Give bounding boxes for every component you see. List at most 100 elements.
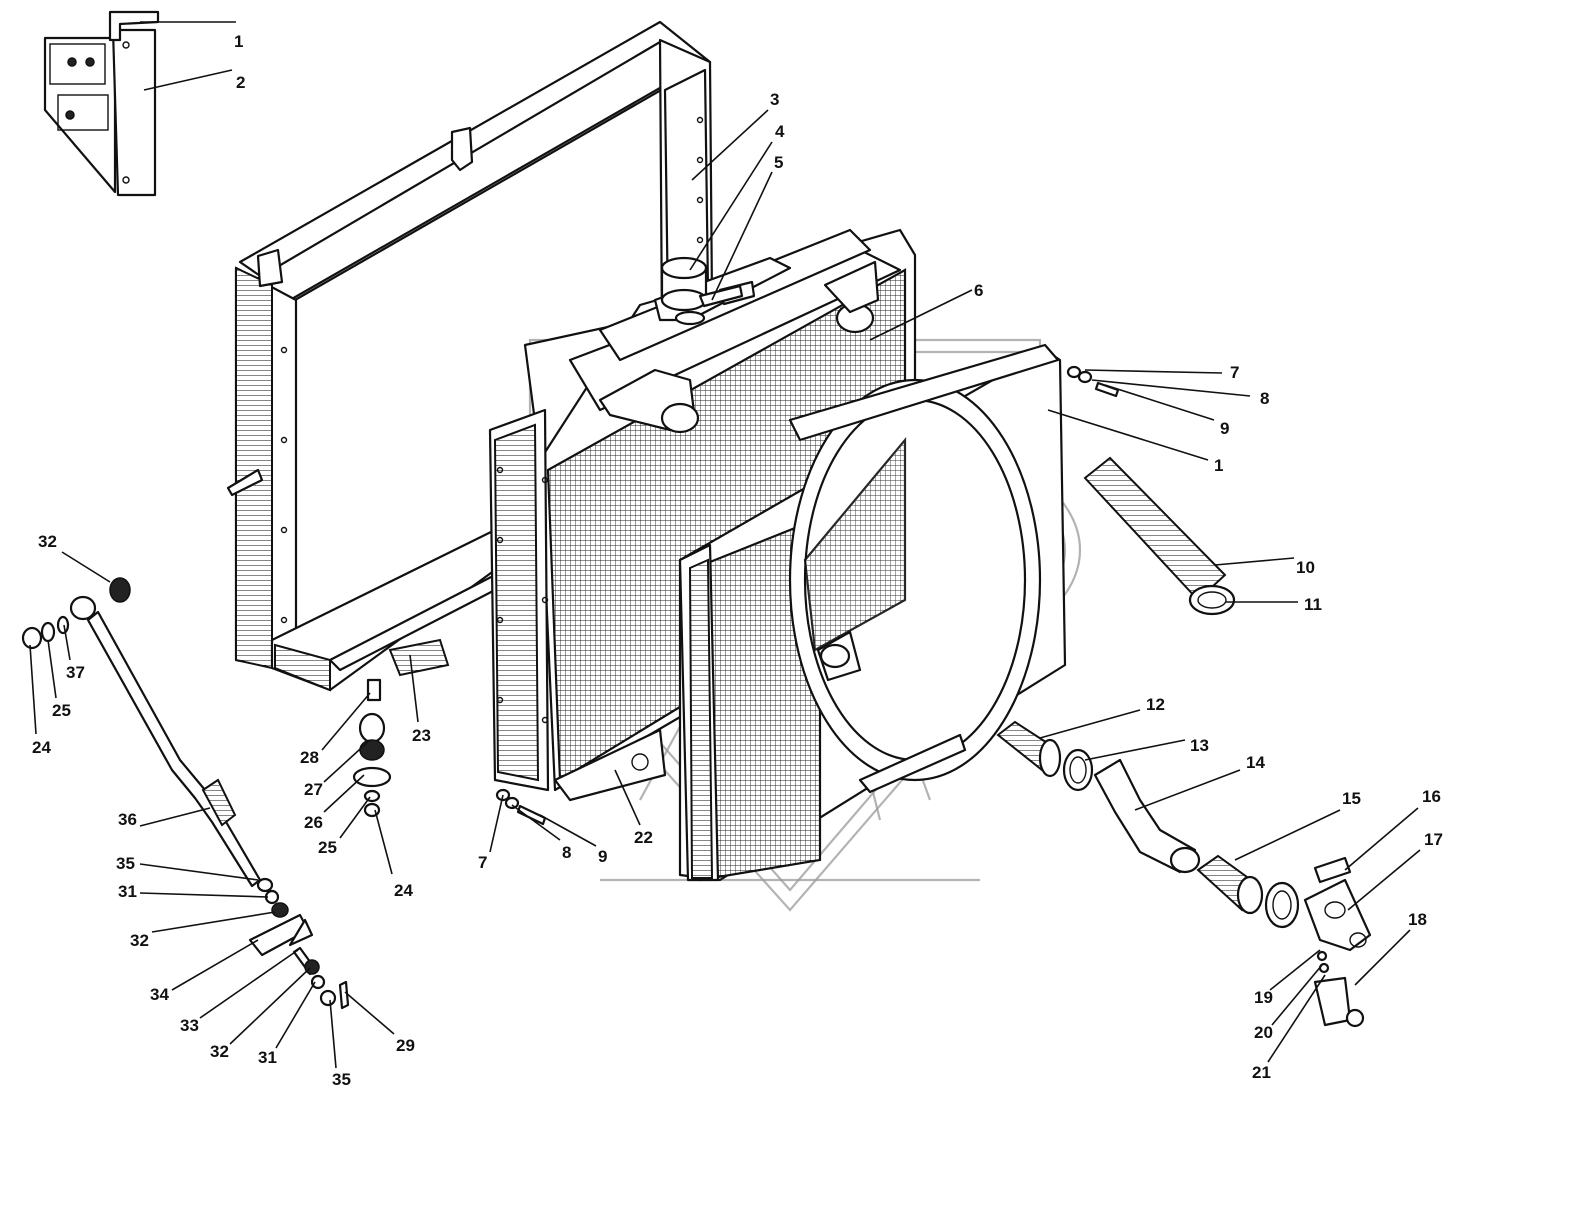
callout-leader [1354, 929, 1411, 986]
callout-c6: 6 [869, 281, 983, 341]
callout-leader [339, 796, 371, 839]
callout-leader [1271, 964, 1323, 1026]
callout-c8b: 8 [511, 804, 571, 862]
callout-number: 31 [258, 1048, 277, 1067]
callout-c9b: 9 [539, 814, 607, 866]
callout-c32b: 32 [130, 911, 276, 950]
callout-number: 24 [32, 738, 51, 757]
callout-number: 7 [1230, 363, 1239, 382]
callout-number: 5 [774, 153, 783, 172]
callout-leader [199, 949, 299, 1019]
callout-number: 32 [38, 532, 57, 551]
callout-number: 25 [318, 838, 337, 857]
callout-c35b: 35 [329, 999, 351, 1089]
callout-c11: 11 [1225, 595, 1322, 614]
callout-number: 8 [562, 843, 571, 862]
callout-leader [691, 109, 769, 181]
callout-leader [1039, 709, 1141, 739]
callout-c4: 4 [689, 122, 785, 271]
callout-c18: 18 [1354, 910, 1427, 986]
callout-c10: 10 [1214, 557, 1315, 577]
callout-leader [409, 654, 419, 723]
callout-leader [711, 171, 773, 301]
bolt-washer-set-right [1066, 365, 1120, 398]
callout-number: 28 [300, 748, 319, 767]
callout-leader [275, 981, 316, 1049]
callout-c17: 17 [1347, 830, 1443, 911]
rod-bracket-hardware [248, 877, 350, 1010]
upper-hose-part [1083, 456, 1236, 616]
callout-number: 32 [210, 1042, 229, 1061]
callout-leader [344, 991, 395, 1035]
callout-number: 8 [1260, 389, 1269, 408]
callout-c23: 23 [409, 654, 431, 745]
callout-number: 6 [974, 281, 983, 300]
callout-c22: 22 [614, 769, 653, 847]
callout-number: 12 [1146, 695, 1165, 714]
callout-c36: 36 [118, 807, 211, 829]
callout-number: 34 [150, 985, 169, 1004]
callout-leader [47, 639, 57, 699]
callout-leader [374, 809, 393, 875]
callout-leader [1269, 949, 1321, 991]
callout-c37: 37 [63, 624, 85, 682]
callout-leader [139, 863, 259, 881]
callout-c29: 29 [344, 991, 415, 1055]
callout-leader [689, 141, 773, 271]
callout-number: 19 [1254, 988, 1273, 1007]
callout-c35a: 35 [116, 854, 259, 881]
callout-c34: 34 [150, 939, 259, 1004]
callout-number: 31 [118, 882, 137, 901]
callout-leader [614, 769, 641, 826]
callout-leader [1104, 384, 1215, 421]
callout-c7a: 7 [1084, 363, 1239, 382]
callout-number: 18 [1408, 910, 1427, 929]
callout-number: 4 [775, 122, 785, 141]
callout-c7b: 7 [478, 794, 504, 872]
callout-leader [489, 794, 504, 853]
callout-number: 16 [1422, 787, 1441, 806]
callout-number: 9 [1220, 419, 1229, 438]
callout-number: 35 [116, 854, 135, 873]
callout-c3: 3 [691, 90, 779, 181]
callout-c8a: 8 [1091, 379, 1269, 408]
callout-number: 32 [130, 931, 149, 950]
callout-number: 24 [394, 881, 413, 900]
callout-c20: 20 [1254, 964, 1323, 1042]
callout-c33: 33 [180, 949, 299, 1035]
callout-leader [323, 739, 371, 783]
callout-leader [63, 624, 71, 661]
tie-rod-assembly [21, 577, 262, 888]
callout-c13: 13 [1084, 736, 1209, 761]
callout-number: 15 [1342, 789, 1361, 808]
callout-number: 1 [1214, 456, 1223, 475]
callout-c25b: 25 [47, 639, 71, 720]
callout-leader [1347, 849, 1421, 911]
callout-number: 1 [234, 32, 243, 51]
callout-c16: 16 [1344, 787, 1441, 871]
callout-c31b: 31 [258, 981, 316, 1067]
bracket-plate-part [43, 10, 160, 197]
callout-number: 14 [1246, 753, 1265, 772]
callout-leader [1267, 974, 1326, 1063]
callout-number: 27 [304, 780, 323, 799]
callout-leader [29, 644, 37, 735]
callout-c1b: 1 [1047, 409, 1223, 475]
callout-leader [1047, 409, 1209, 461]
callout-c32c: 32 [210, 967, 311, 1061]
callout-number: 23 [412, 726, 431, 745]
callout-number: 29 [396, 1036, 415, 1055]
callout-number: 26 [304, 813, 323, 832]
callout-leader [869, 289, 973, 341]
callout-leader [1234, 809, 1341, 861]
callout-leader [1084, 739, 1186, 761]
callout-number: 2 [236, 73, 245, 92]
callout-c5: 5 [711, 153, 783, 301]
callout-leader [151, 911, 276, 933]
callout-leader [139, 807, 211, 827]
callout-number: 7 [478, 853, 487, 872]
callout-number: 22 [634, 828, 653, 847]
mounting-cushion-stack [352, 638, 450, 818]
